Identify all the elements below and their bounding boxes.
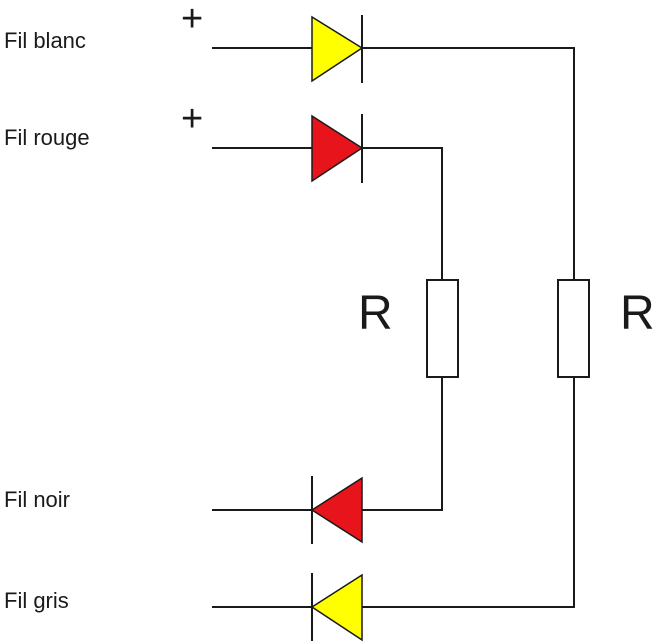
plus-marker-white: +	[181, 0, 204, 40]
resistor-inner	[426, 279, 459, 378]
resistor-outer	[557, 279, 590, 378]
diode-white	[311, 15, 364, 83]
wire-red	[212, 147, 443, 281]
diode-red	[311, 114, 364, 183]
label-fil-noir: Fil noir	[4, 487, 71, 512]
diode-black	[310, 476, 363, 544]
diode-grey	[310, 573, 363, 642]
label-fil-rouge: Fil rouge	[4, 125, 90, 150]
label-fil-gris: Fil gris	[4, 588, 69, 613]
label-fil-blanc: Fil blanc	[4, 28, 86, 53]
resistor-inner-label: R	[358, 287, 393, 340]
plus-marker-red: +	[181, 98, 204, 140]
resistor-outer-label: R	[620, 287, 655, 340]
wire-black	[212, 376, 443, 511]
wire-white	[212, 47, 575, 281]
